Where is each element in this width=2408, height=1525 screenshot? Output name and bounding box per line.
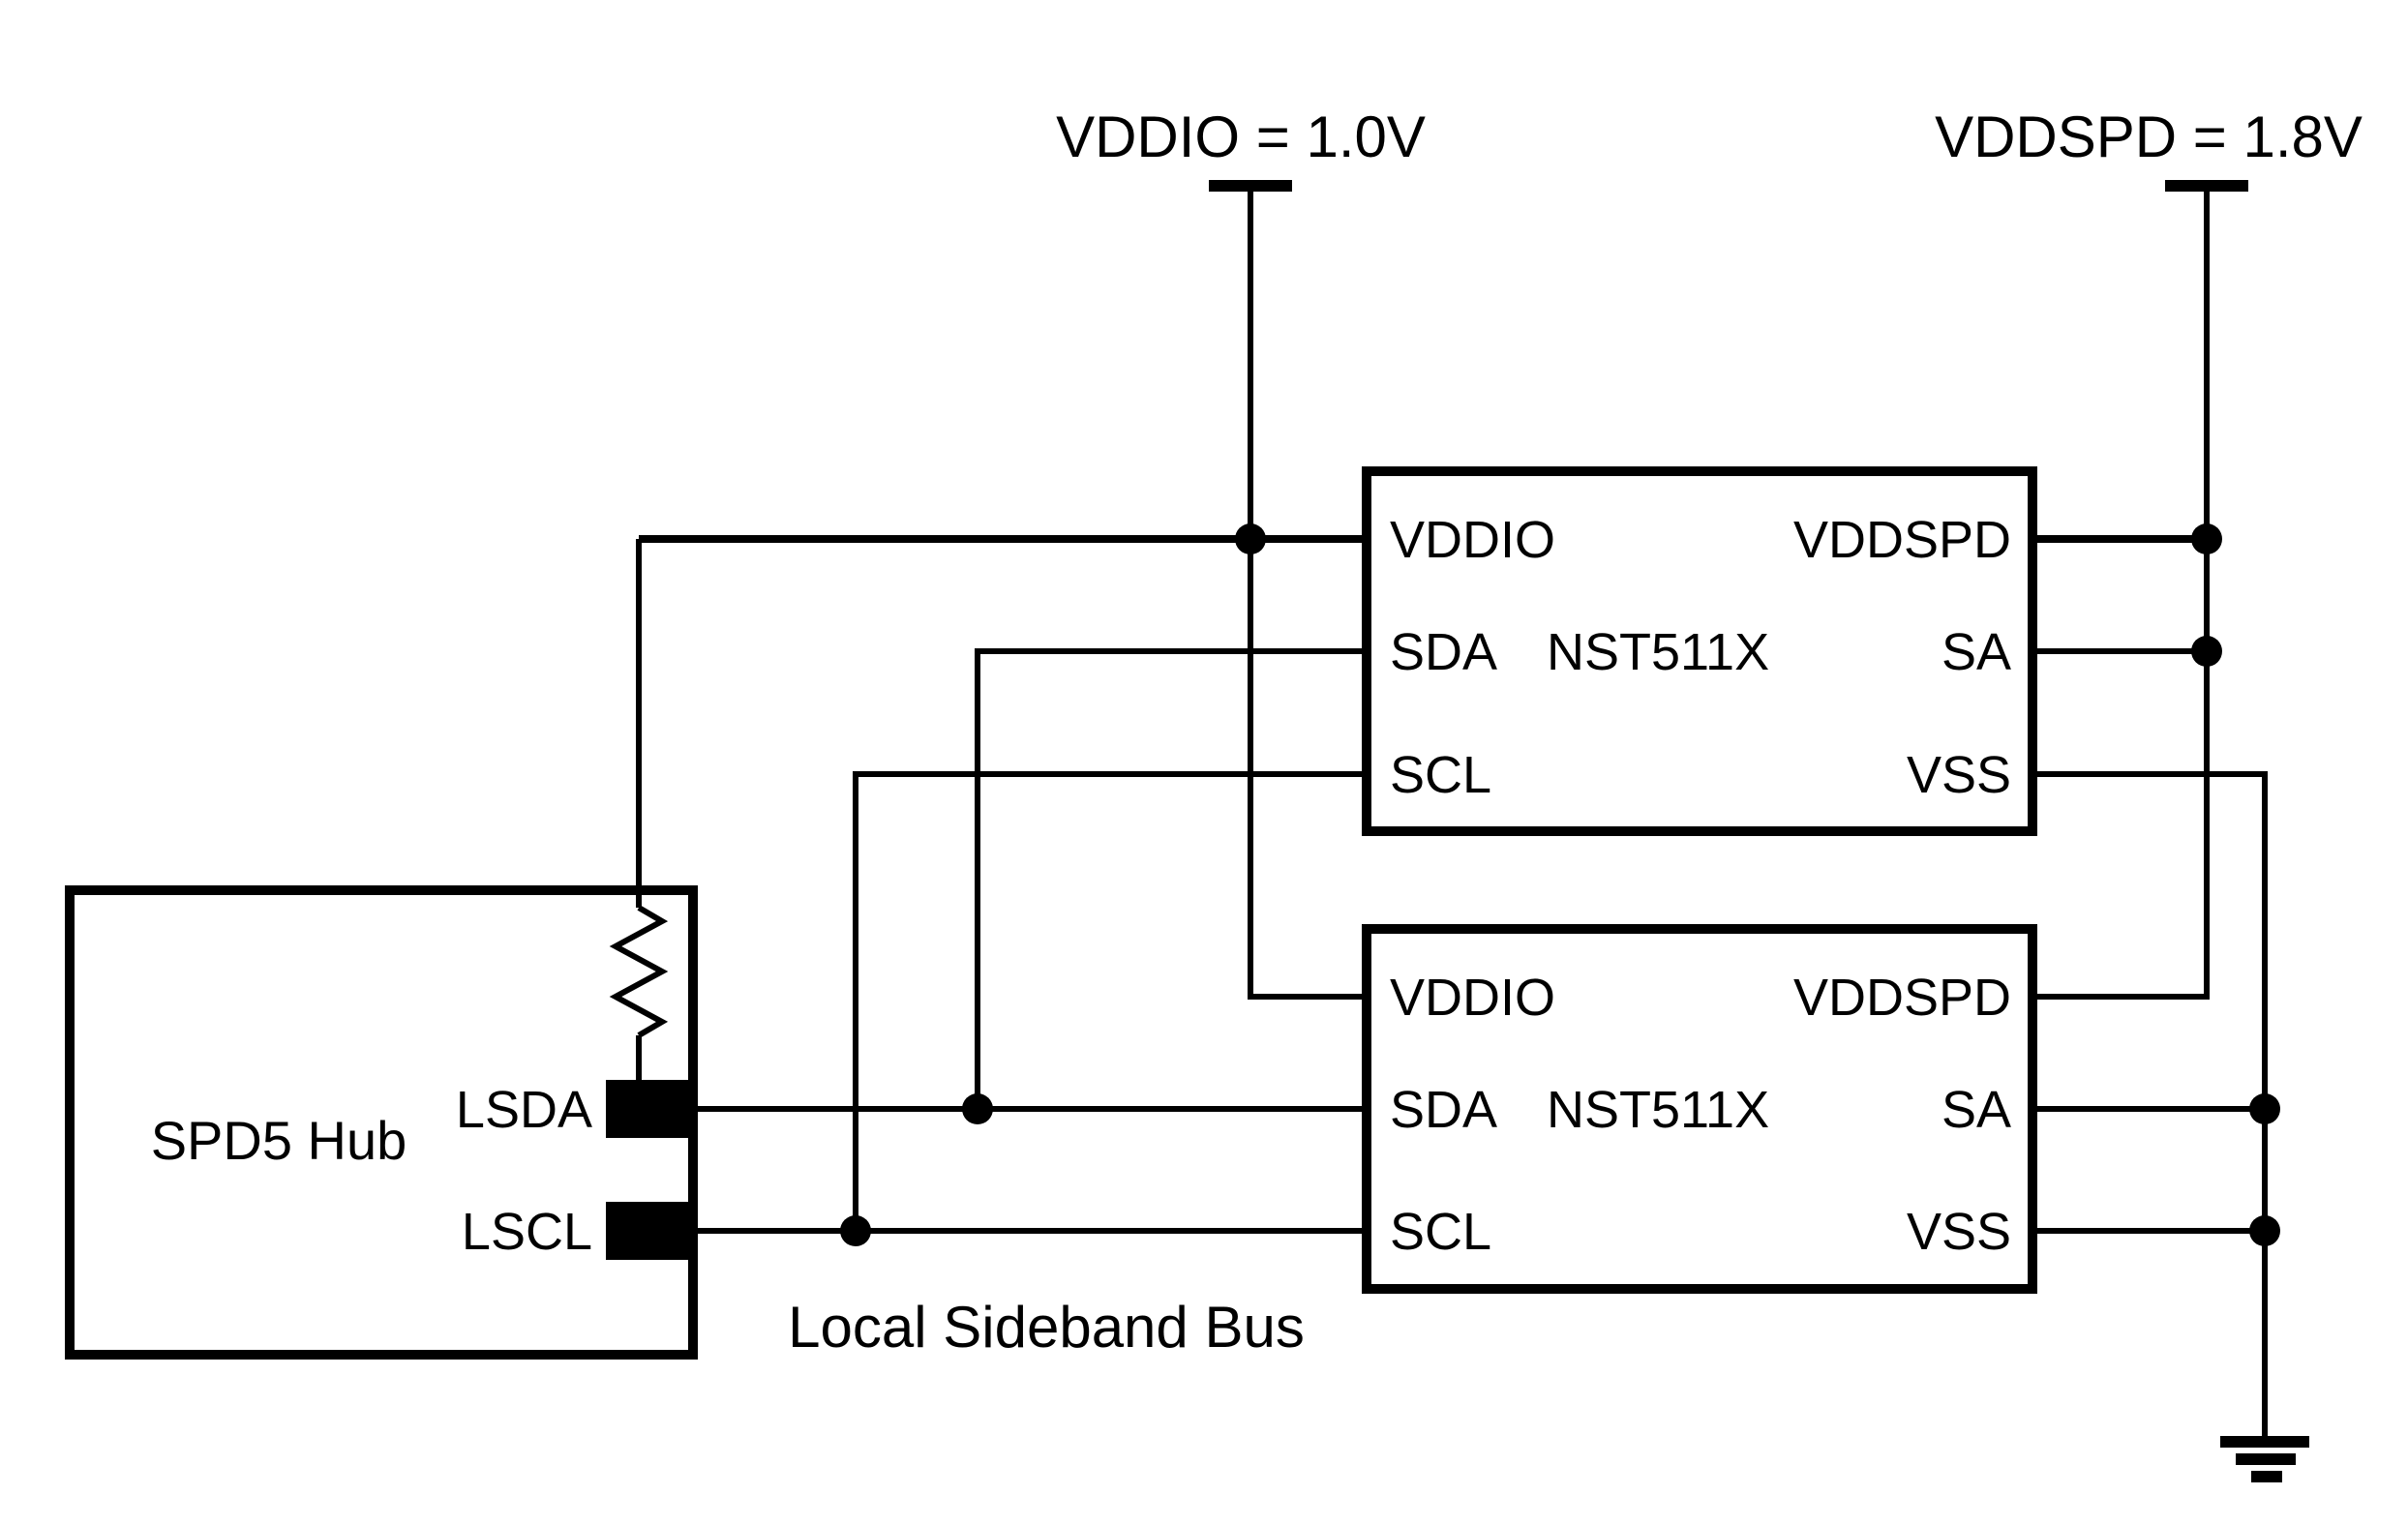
lsda-pad-icon — [606, 1080, 693, 1138]
vddio-rail-bar-icon — [1209, 180, 1292, 192]
ic-block-2: VDDIO SDA SCL NST511X VDDSPD SA VSS — [1362, 924, 2037, 1294]
junction-dot-vddspd — [2191, 523, 2222, 554]
ic1-sda-wire — [975, 648, 1367, 1109]
ground-symbol-icon — [2220, 1436, 2309, 1482]
vddio-rail-label: VDDIO = 1.0V — [1056, 105, 1426, 169]
vddio-rail-wire — [1248, 192, 1367, 1000]
junction-dot-sa1 — [2191, 636, 2222, 667]
vddspd-rail-wire — [2032, 192, 2210, 1000]
ic1-pin-scl-label: SCL — [1390, 746, 1491, 804]
ic1-pin-vss-label: VSS — [1907, 746, 2011, 804]
ic2-pin-sda-label: SDA — [1390, 1081, 1497, 1139]
ic1-pin-vddspd-label: VDDSPD — [1793, 511, 2011, 569]
local-sideband-bus-label: Local Sideband Bus — [788, 1295, 1305, 1360]
ground-bar-2 — [2236, 1453, 2296, 1465]
vddspd-rail-label: VDDSPD = 1.8V — [1935, 105, 2363, 169]
ic2-pin-vddspd-label: VDDSPD — [1793, 969, 2011, 1027]
junction-dots — [840, 523, 2280, 1246]
spd5-hub-block: SPD5 Hub LSDA LSCL — [65, 539, 698, 1360]
ic1-pin-sda-label: SDA — [1390, 623, 1497, 681]
ic2-pin-vss-label: VSS — [1907, 1203, 2011, 1261]
ic1-part-label: NST511X — [1547, 623, 1769, 681]
ground-bar-1 — [2220, 1436, 2309, 1448]
ic1-pin-vddio-label: VDDIO — [1390, 511, 1555, 569]
vddio-power-rail: VDDIO = 1.0V — [1056, 105, 1426, 1000]
vddspd-power-rail: VDDSPD = 1.8V — [1935, 105, 2363, 1000]
junction-dot-vddio — [1235, 523, 1266, 554]
ic1-pin-sa-label: SA — [1941, 623, 2011, 681]
lscl-pin-label: LSCL — [462, 1203, 592, 1261]
ic2-pin-sa-label: SA — [1941, 1081, 2011, 1139]
pullup-resistor-icon — [609, 539, 669, 1084]
ic2-pin-vddio-label: VDDIO — [1390, 969, 1555, 1027]
ic-block-1: VDDIO SDA SCL NST511X VDDSPD SA VSS — [1362, 466, 2037, 836]
spd5-hub-label: SPD5 Hub — [151, 1110, 407, 1171]
junction-dot-sda-bus — [962, 1093, 993, 1124]
ic1-scl-wire — [853, 771, 1367, 1231]
ground-bar-3 — [2251, 1471, 2282, 1482]
lsda-pin-label: LSDA — [456, 1081, 592, 1139]
ic2-body — [1362, 924, 2037, 1294]
junction-dot-sa2 — [2249, 1093, 2280, 1124]
junction-dot-vss2 — [2249, 1215, 2280, 1246]
ic2-part-label: NST511X — [1547, 1081, 1769, 1139]
ic2-pin-scl-label: SCL — [1390, 1203, 1491, 1261]
lscl-pad-icon — [606, 1202, 693, 1260]
resistor-zigzag — [609, 905, 669, 1038]
vddspd-rail-bar-icon — [2165, 180, 2248, 192]
junction-dot-scl-bus — [840, 1215, 871, 1246]
ic1-body — [1362, 466, 2037, 836]
